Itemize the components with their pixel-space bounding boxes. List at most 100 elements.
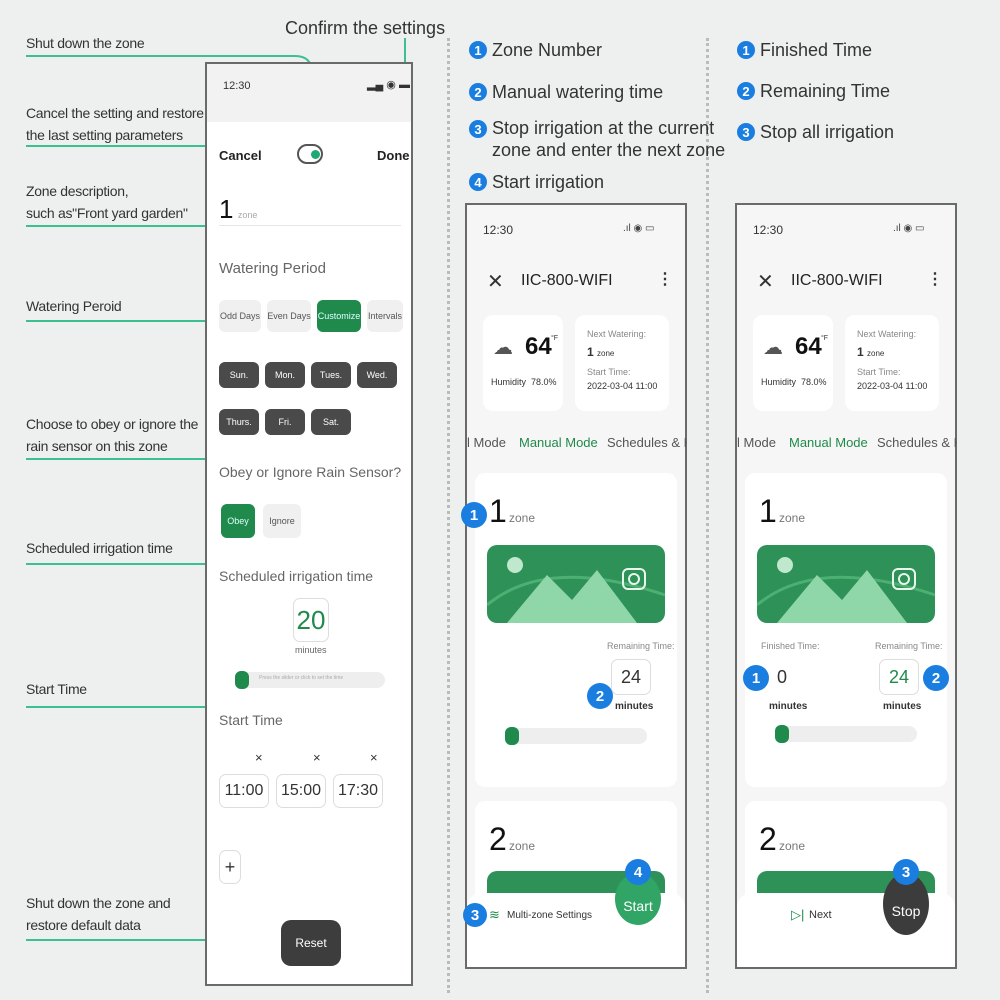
- zone-description-input[interactable]: 1 zone: [219, 194, 401, 226]
- more-menu-icon[interactable]: ⋮: [927, 271, 943, 288]
- tab-manual-mode[interactable]: Manual Mode: [519, 435, 598, 450]
- device-title: IIC-800-WIFI: [791, 272, 883, 289]
- separator: [447, 38, 450, 993]
- remove-time-icon[interactable]: ×: [370, 750, 378, 765]
- cancel-button[interactable]: Cancel: [219, 148, 262, 163]
- start-button[interactable]: Start: [615, 873, 661, 925]
- badge-3: 3: [737, 123, 755, 141]
- text: such as"Front yard garden": [26, 205, 188, 221]
- obey-button[interactable]: Obey: [221, 504, 255, 538]
- done-button[interactable]: Done: [377, 148, 410, 163]
- temperature: 64: [525, 333, 552, 360]
- day-tues[interactable]: Tues.: [311, 362, 351, 388]
- close-icon[interactable]: ✕: [487, 271, 504, 293]
- badge-2: 2: [469, 83, 487, 101]
- skip-next-icon: ▷|: [791, 907, 805, 922]
- start-time-2[interactable]: 15:00: [276, 774, 326, 808]
- minutes-value[interactable]: 20: [293, 598, 329, 642]
- zone-word: zone: [867, 349, 885, 358]
- zone-word: zone: [509, 839, 536, 853]
- manual-time-slider[interactable]: [505, 727, 647, 745]
- ignore-button[interactable]: Ignore: [263, 504, 301, 538]
- annotation-start-time: Start Time: [26, 681, 87, 697]
- remaining-value[interactable]: 24: [611, 659, 651, 695]
- badge-2: 2: [737, 82, 755, 100]
- slider-knob[interactable]: [775, 725, 789, 743]
- start-time-3[interactable]: 17:30: [333, 774, 383, 808]
- manual-mode-phone: 12:30 .ıl ◉ ▭ ✕ IIC-800-WIFI ⋮ ☁ 64 °F H…: [461, 203, 687, 969]
- add-time-button[interactable]: +: [219, 850, 241, 884]
- annotation-shut-down: Shut down the zone: [26, 35, 145, 51]
- landscape-image-icon: [487, 557, 665, 623]
- badge-4: 4: [625, 859, 651, 885]
- start-label: Start: [623, 898, 653, 914]
- day-mon[interactable]: Mon.: [265, 362, 305, 388]
- weather-card: ☁ 64 °F Humidity 78.0%: [753, 315, 833, 411]
- next-button[interactable]: Next: [809, 909, 832, 921]
- minutes-label: minutes: [883, 701, 922, 712]
- start-time-1[interactable]: 11:00: [219, 774, 269, 808]
- day-sun[interactable]: Sun.: [219, 362, 259, 388]
- reset-button[interactable]: Reset: [281, 920, 341, 966]
- tab-manual-mode[interactable]: Manual Mode: [789, 435, 868, 450]
- next-zone-num: 1: [857, 345, 864, 359]
- zone-placeholder: zone: [237, 210, 258, 220]
- layers-icon: ≋: [489, 907, 500, 922]
- period-even-days[interactable]: Even Days: [267, 300, 311, 332]
- badge-3: 3: [463, 903, 487, 927]
- close-icon[interactable]: ✕: [757, 271, 774, 293]
- period-odd-days[interactable]: Odd Days: [219, 300, 261, 332]
- multi-zone-settings-button[interactable]: Multi-zone Settings: [507, 910, 593, 921]
- zone-image-banner[interactable]: [757, 545, 935, 623]
- zone-toggle[interactable]: [297, 144, 323, 164]
- annotation-confirm: Confirm the settings: [285, 18, 446, 38]
- remaining-value: 24: [879, 659, 919, 695]
- tab-schedules[interactable]: Schedules & Hi: [607, 435, 687, 450]
- signal-wifi-battery-icon: ▂▄ ◉ ▬: [367, 79, 410, 91]
- tab-mode[interactable]: l Mode: [737, 435, 777, 450]
- more-menu-icon[interactable]: ⋮: [657, 271, 673, 288]
- text: zone and enter the next zone: [492, 140, 726, 160]
- legend-manual-time: Manual watering time: [492, 82, 664, 102]
- humidity: Humidity 78.0%: [761, 377, 827, 387]
- period-customize[interactable]: Customize: [317, 300, 361, 332]
- zone-number: 1: [759, 493, 777, 529]
- legend-start: Start irrigation: [492, 172, 605, 192]
- badge-3: 3: [893, 859, 919, 885]
- tab-mode[interactable]: l Mode: [467, 435, 507, 450]
- day-sat[interactable]: Sat.: [311, 409, 351, 435]
- tab-schedules[interactable]: Schedules & Hi: [877, 435, 957, 450]
- slider-hint: Press the slider or click to set the tim…: [259, 675, 344, 681]
- zone-word: zone: [779, 839, 806, 853]
- period-intervals[interactable]: Intervals: [367, 300, 403, 332]
- day-fri[interactable]: Fri.: [265, 409, 305, 435]
- zone-image-banner[interactable]: [487, 545, 665, 623]
- status-time: 12:30: [223, 80, 251, 92]
- progress-slider[interactable]: [775, 725, 917, 743]
- day-thurs[interactable]: Thurs.: [219, 409, 259, 435]
- separator: [706, 38, 709, 993]
- temperature: 64: [795, 333, 822, 360]
- badge-2: 2: [923, 665, 949, 691]
- remove-time-icon[interactable]: ×: [255, 750, 263, 765]
- badge-1: 1: [469, 41, 487, 59]
- duration-slider[interactable]: Press the slider or click to set the tim…: [235, 671, 385, 689]
- next-watering-label: Next Watering:: [587, 329, 647, 339]
- slider-knob[interactable]: [505, 727, 519, 745]
- start-time-title: Start Time: [219, 712, 283, 728]
- remove-time-icon[interactable]: ×: [313, 750, 321, 765]
- minutes-label: minutes: [769, 701, 808, 712]
- start-time-label: Start Time:: [857, 367, 901, 377]
- text: the last setting parameters: [26, 127, 183, 143]
- next-watering-card: Next Watering: 1 zone Start Time: 2022-0…: [845, 315, 939, 411]
- day-wed[interactable]: Wed.: [357, 362, 397, 388]
- finished-value: 0: [777, 667, 788, 687]
- zone-word: zone: [509, 511, 536, 525]
- minutes-label: minutes: [295, 645, 327, 655]
- weather-card: ☁ 64 °F Humidity 78.0%: [483, 315, 563, 411]
- slider-knob[interactable]: [235, 671, 249, 689]
- signal-wifi-battery-icon: .ıl ◉ ▭: [893, 223, 925, 234]
- next-watering-card: Next Watering: 1 zone Start Time: 2022-0…: [575, 315, 669, 411]
- remaining-label: Remaining Time:: [875, 641, 943, 651]
